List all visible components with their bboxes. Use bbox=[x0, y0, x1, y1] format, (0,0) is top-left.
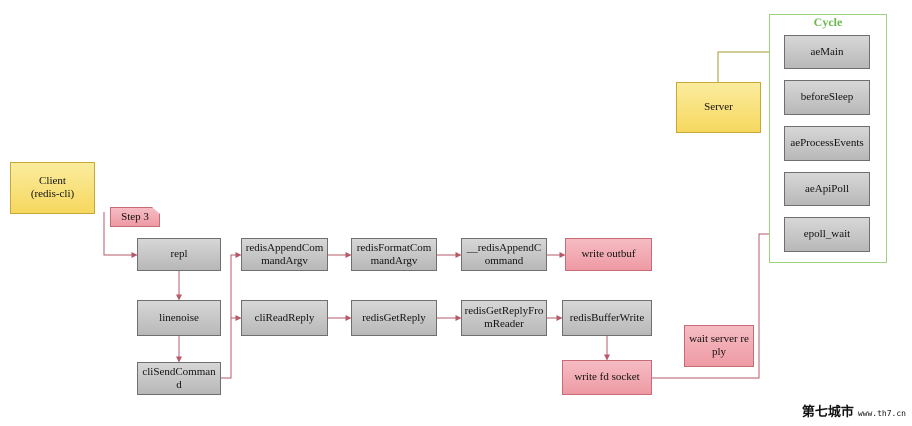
aeprocessevents-node: aeProcessEvents bbox=[784, 126, 870, 161]
server-node: Server bbox=[676, 82, 761, 133]
aemain-node: aeMain bbox=[784, 35, 870, 69]
aeapipoll-node: aeApiPoll bbox=[784, 172, 870, 206]
repl-node: repl bbox=[137, 238, 221, 271]
step-3-tag: Step 3 bbox=[110, 207, 160, 227]
redisgetreply-node: redisGetReply bbox=[351, 300, 437, 336]
edge-server-aemain bbox=[717, 49, 785, 82]
cycle-title: Cycle bbox=[813, 15, 843, 29]
write-fd-socket-node: write fd socket bbox=[562, 360, 652, 395]
clisendcommand-node: cliSendCommand bbox=[137, 362, 221, 395]
watermark-main: 第七城市 bbox=[801, 405, 854, 420]
write-outbuf-node: write outbuf bbox=[565, 238, 652, 271]
redisformatcommandargv-node: redisFormatCommandArgv bbox=[351, 238, 437, 271]
client-node: Client (redis-cli) bbox=[10, 162, 95, 214]
watermark: 第七城市 www.th7.cn bbox=[802, 401, 906, 420]
redisappendcommandargv-node: redisAppendCommandArgv bbox=[241, 238, 328, 271]
wait-server-reply-node: wait server reply bbox=[684, 325, 754, 367]
linenoise-node: linenoise bbox=[137, 300, 221, 336]
edge-clisendcommand-redisappendcommandargv bbox=[221, 252, 242, 379]
watermark-sub: www.th7.cn bbox=[857, 409, 906, 418]
redisbufferwrite-node: redisBufferWrite bbox=[562, 300, 652, 336]
redisappendcommand-node: __redisAppendCommand bbox=[461, 238, 547, 271]
beforesleep-node: beforeSleep bbox=[784, 80, 870, 115]
redisgetreplyfromreader-node: redisGetReplyFromReader bbox=[461, 300, 547, 336]
edge-client-repl bbox=[103, 212, 138, 258]
epoll-wait-node: epoll_wait bbox=[784, 217, 870, 252]
clireadreply-node: cliReadReply bbox=[241, 300, 328, 336]
